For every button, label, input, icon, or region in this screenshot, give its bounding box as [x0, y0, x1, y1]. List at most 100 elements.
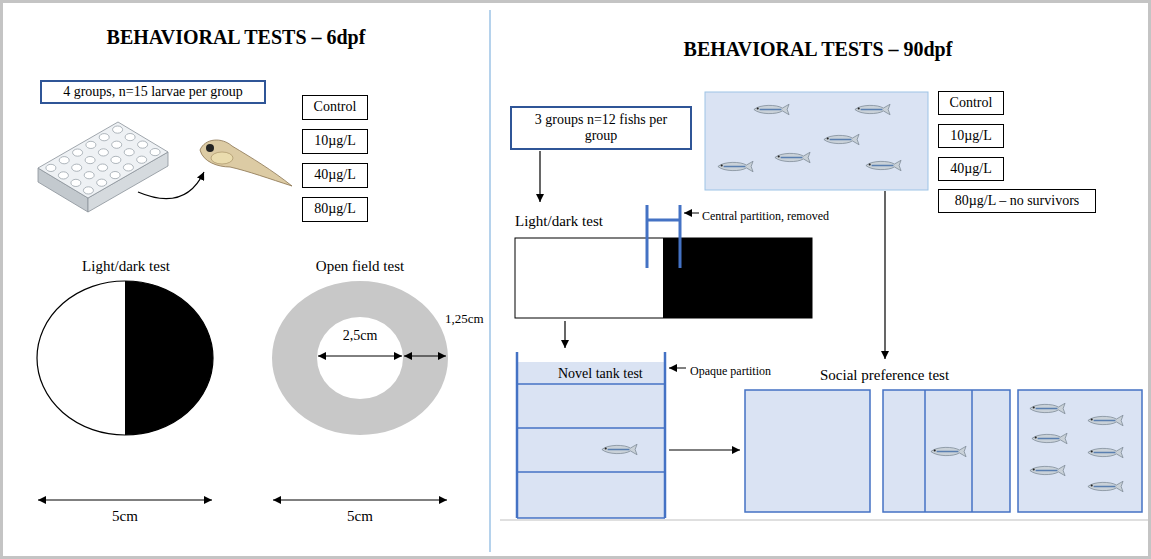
flow-arrow [669, 449, 740, 450]
flow-arrow [564, 321, 565, 348]
drawing-part [72, 164, 82, 171]
box-label: 80µg/L – no survivors [955, 193, 1080, 209]
tank-divider [924, 390, 926, 512]
social-preference-tank-outline [742, 362, 1148, 514]
leader-line [669, 368, 686, 369]
well-plate-illustration [38, 122, 168, 212]
drawing-part [99, 134, 109, 141]
drawing-part [58, 172, 68, 179]
drawing-part [138, 141, 148, 148]
ground-line [500, 520, 1148, 521]
concentration-box: 10µg/L [938, 124, 1004, 148]
open-field-arena-outline [270, 254, 450, 438]
box-label: 40µg/L [314, 167, 356, 183]
social-preference-tank: Social preference test [742, 362, 1148, 514]
tank-level [517, 427, 665, 429]
drawing-part [85, 157, 95, 164]
drawing-part [318, 356, 402, 357]
panel-title: BEHAVIORAL TESTS – 6dpf [107, 26, 366, 49]
flow-arrow [539, 151, 540, 202]
leader-line [684, 213, 699, 214]
ring-arena [272, 281, 448, 435]
box-label: 10µg/L [950, 128, 992, 144]
drawing-part [646, 205, 649, 268]
drawing-part [38, 500, 212, 501]
drawing-part [137, 156, 147, 163]
tank-outline [745, 390, 870, 512]
label-holder: 2,5cm [343, 326, 378, 344]
dimension-label: 2,5cm [343, 328, 378, 344]
drawing-part [59, 157, 69, 164]
fish-icon [775, 152, 810, 162]
concentration-box: 80µg/L [302, 197, 368, 222]
arena-heading: Social preference test [820, 367, 949, 384]
concentration-box: 40µg/L [302, 163, 368, 188]
flow-arrow [884, 191, 885, 359]
drawing-part [71, 179, 81, 186]
group-box: 4 groups, n=15 larvae per group [40, 80, 266, 104]
drawing-part [110, 172, 120, 179]
tank-outline [1018, 390, 1142, 512]
dimension-label: 5cm [112, 508, 138, 525]
box-label: 3 groups n=12 fishs per group [518, 112, 684, 144]
label-holder: 1,25cm [445, 309, 484, 327]
concentration-box: 40µg/L [938, 157, 1004, 181]
novel-tank: Novel tank test [512, 350, 668, 520]
tank-divider [971, 390, 973, 512]
dark-half [125, 281, 213, 435]
drawing-part [124, 149, 134, 156]
callout-label: Opaque partition [690, 365, 771, 379]
concentration-box: 10µg/L [302, 129, 368, 154]
drawing-part [273, 500, 447, 501]
group-box: 3 groups n=12 fishs per group [510, 106, 692, 150]
open-field-arena: Open field test [270, 254, 450, 438]
drawing-part [404, 356, 446, 357]
drawing-part [125, 134, 135, 141]
tank-outline [515, 238, 812, 318]
label-holder: BEHAVIORAL TESTS – 6dpf [107, 26, 366, 49]
tank-level [517, 383, 665, 385]
tank-level [517, 517, 665, 519]
tank-water [517, 362, 665, 518]
drawing-part [73, 149, 83, 156]
plate-top [38, 122, 168, 198]
concentration-box: Control [302, 95, 368, 120]
fish-icon [754, 104, 789, 114]
label-holder: Central partition, removed [702, 206, 829, 224]
label-holder: 5cm [112, 507, 138, 525]
label-holder: 5cm [347, 507, 373, 525]
box-label: 80µg/L [314, 201, 356, 217]
fish-icon [824, 134, 859, 144]
callout-label: Central partition, removed [702, 210, 829, 224]
panel-title: BEHAVIORAL TESTS – 90dpf [684, 38, 953, 61]
box-label: Control [314, 99, 357, 115]
drawing-part [86, 141, 96, 148]
tank-wall [516, 352, 519, 518]
drawing-part [97, 179, 107, 186]
box-label: 40µg/L [950, 161, 992, 177]
arena-heading: Open field test [270, 258, 450, 275]
light-dark-arena-outline [35, 254, 217, 438]
label-holder: BEHAVIORAL TESTS – 90dpf [684, 38, 953, 61]
housing-tank [705, 92, 928, 190]
drawing-part [46, 164, 56, 171]
drawing-part [98, 164, 108, 171]
drawing-part [150, 149, 160, 156]
larva-yolk [211, 152, 233, 164]
fish-icon [855, 104, 890, 114]
drawing-part [112, 141, 122, 148]
drawing-part [111, 156, 121, 163]
panel-divider [489, 10, 491, 552]
drawing-part [84, 172, 94, 179]
illustration-arrow [138, 172, 204, 199]
drawing-part [647, 219, 680, 222]
drawing-part [679, 205, 682, 268]
arena-outline [37, 281, 213, 435]
fish-tank [705, 92, 928, 190]
box-label: 4 groups, n=15 larvae per group [63, 84, 243, 100]
light-dark-arena: Light/dark test [35, 254, 217, 438]
